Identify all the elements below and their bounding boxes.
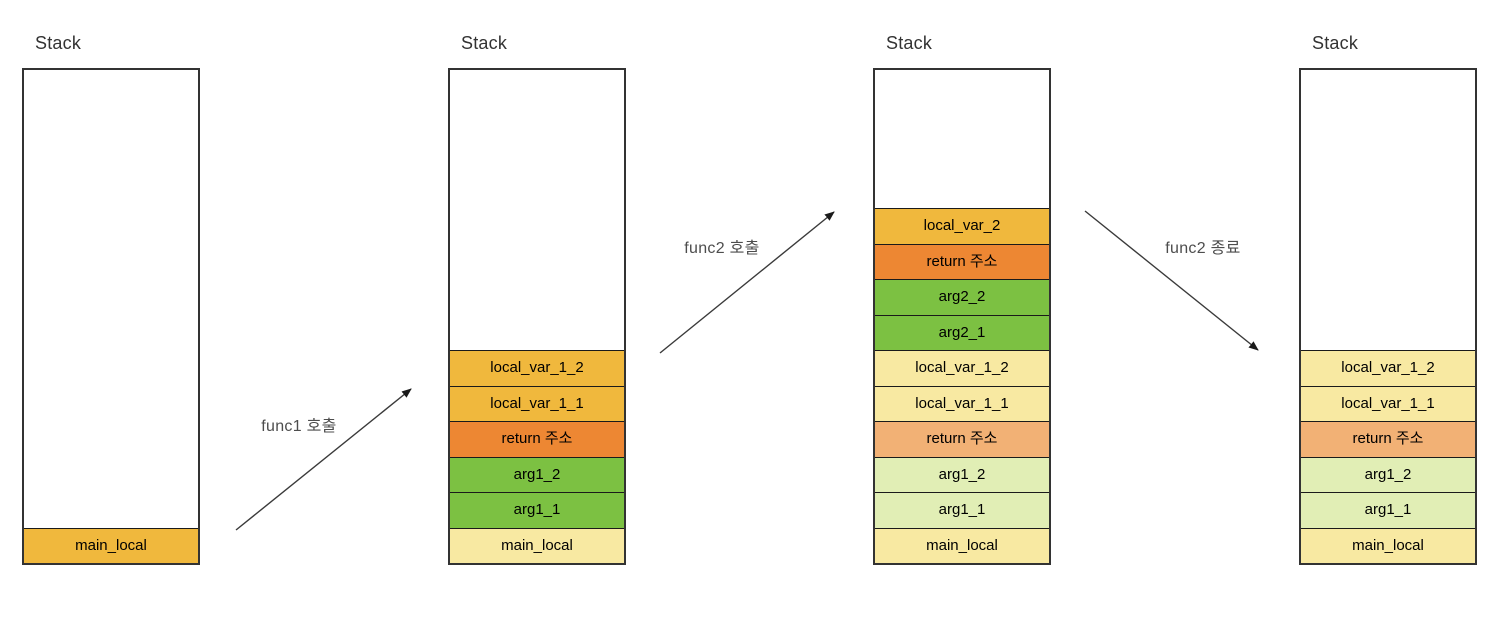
stack-cell: local_var_2 — [875, 208, 1049, 244]
stack-cell: arg2_1 — [875, 314, 1049, 350]
stack-cell: arg2_2 — [875, 279, 1049, 315]
stack-cell: local_var_1_1 — [875, 385, 1049, 421]
stack-cells: main_local — [24, 527, 198, 563]
stack-cell: local_var_1_2 — [1301, 350, 1475, 386]
stack-cell: main_local — [450, 527, 624, 563]
stack-cell: arg1_2 — [875, 456, 1049, 492]
stack-cell: return 주소 — [450, 421, 624, 457]
stack-cell: arg1_2 — [450, 456, 624, 492]
stack-title: Stack — [1312, 33, 1359, 53]
stack-box: main_local — [22, 68, 200, 565]
stack-title: Stack — [461, 33, 508, 53]
arrow-line — [235, 388, 412, 531]
stack-panel-1: Stack main_local — [22, 31, 200, 565]
stack-cell: main_local — [24, 527, 198, 563]
stack-cell: local_var_1_2 — [450, 350, 624, 386]
stack-cell: return 주소 — [875, 421, 1049, 457]
stack-cell: main_local — [875, 527, 1049, 563]
stack-title: Stack — [886, 33, 933, 53]
stack-cell: local_var_1_1 — [1301, 385, 1475, 421]
stack-cell: arg1_2 — [1301, 456, 1475, 492]
stack-cell: local_var_1_2 — [875, 350, 1049, 386]
stack-cell: return 주소 — [1301, 421, 1475, 457]
stack-cell: main_local — [1301, 527, 1475, 563]
arrow-line — [1084, 210, 1259, 351]
stack-cell: return 주소 — [875, 243, 1049, 279]
stack-cell: arg1_1 — [875, 492, 1049, 528]
arrow-label-func2-return: func2 종료 — [1165, 240, 1241, 257]
arrow-label-func1-call: func1 호출 — [261, 418, 337, 435]
stack-cell: arg1_1 — [1301, 492, 1475, 528]
arrow-label-func2-call: func2 호출 — [684, 240, 760, 257]
stack-cell: arg1_1 — [450, 492, 624, 528]
stack-cell: local_var_1_1 — [450, 385, 624, 421]
stack-title: Stack — [35, 33, 82, 53]
